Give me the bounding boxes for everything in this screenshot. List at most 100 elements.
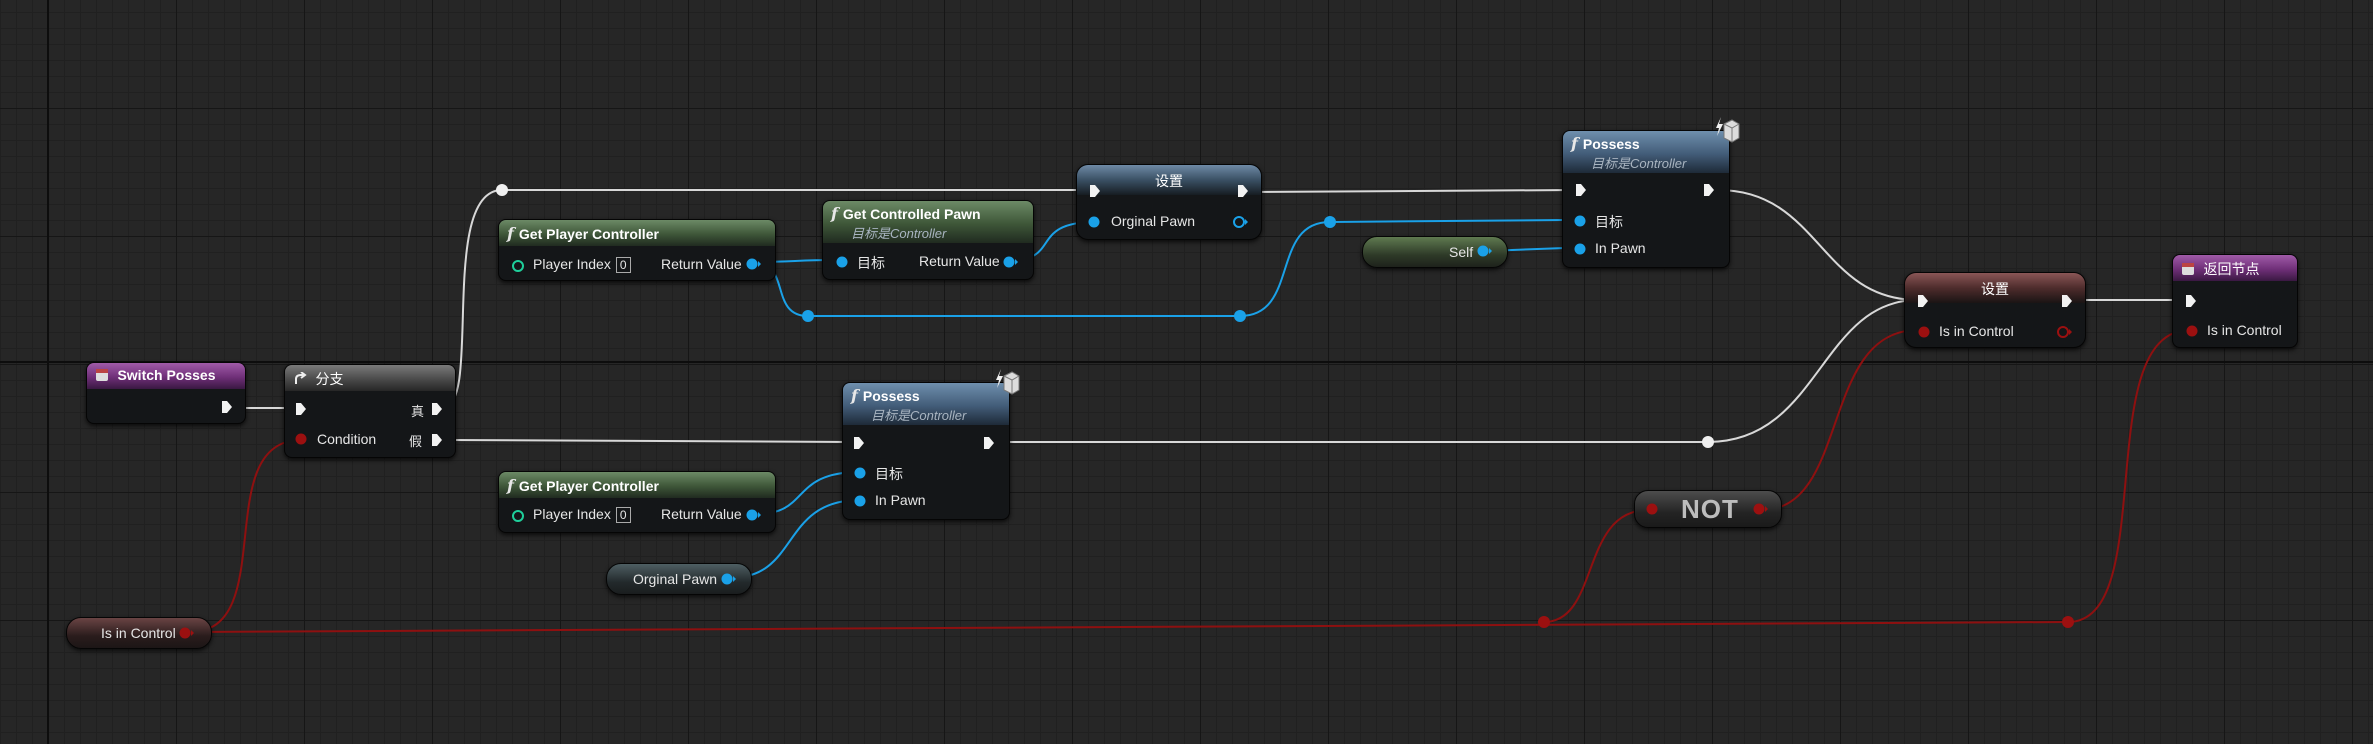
self-reference-node[interactable]: Self xyxy=(1362,236,1508,268)
condition-label: Condition xyxy=(317,431,377,447)
replicated-icon xyxy=(1716,117,1740,143)
graph-origin-vertical-axis xyxy=(47,0,49,744)
var-label: Orginal Pawn xyxy=(1111,213,1196,229)
bool-wire[interactable] xyxy=(1761,329,1919,511)
exec-wire[interactable] xyxy=(996,299,1919,443)
in-pawn-label: In Pawn xyxy=(1595,240,1646,256)
object-reroute-knot[interactable] xyxy=(802,310,814,322)
bool-wire[interactable] xyxy=(2067,329,2191,623)
node-subtitle: 目标是Controller xyxy=(871,408,967,423)
false-label: 假 xyxy=(409,434,423,449)
bool-wire[interactable] xyxy=(1543,509,1649,623)
in-pawn-pin[interactable] xyxy=(1573,242,1587,256)
event-title: Switch Posses xyxy=(117,367,216,383)
var-label: Is in Control xyxy=(1939,323,2014,339)
function-icon: f xyxy=(831,204,838,223)
branch-title: 分支 xyxy=(315,371,344,387)
orginal-pawn-getter-node[interactable]: Orginal Pawn xyxy=(606,563,752,595)
function-icon: f xyxy=(507,476,514,495)
self-out-pin[interactable] xyxy=(1477,244,1493,258)
exec-out-pin[interactable] xyxy=(2061,294,2073,308)
bool-wire[interactable] xyxy=(189,621,2069,633)
target-label: 目标 xyxy=(1595,214,1623,230)
target-pin[interactable] xyxy=(835,255,849,269)
bool-wire[interactable] xyxy=(189,439,301,633)
player-index-pin[interactable] xyxy=(511,259,525,273)
return-value-label: Return Value xyxy=(919,253,1000,269)
return-value-pin[interactable] xyxy=(1003,255,1019,269)
exec-in-pin[interactable] xyxy=(1575,183,1587,197)
in-pawn-label: In Pawn xyxy=(875,492,926,508)
exec-out-pin[interactable] xyxy=(221,400,233,414)
exec-reroute-knot[interactable] xyxy=(1702,436,1714,448)
target-label: 目标 xyxy=(857,255,885,271)
exec-out-pin[interactable] xyxy=(1237,184,1249,198)
bool-reroute-knot[interactable] xyxy=(2062,616,2074,628)
not-in-pin[interactable] xyxy=(1645,502,1659,516)
object-wire[interactable] xyxy=(729,499,861,579)
replicated-icon xyxy=(996,369,1020,395)
set-is-in-control-node[interactable]: 设置 Is in Control xyxy=(1904,272,2086,348)
exec-true-pin[interactable] xyxy=(431,402,443,416)
exec-reroute-knot[interactable] xyxy=(496,184,508,196)
event-icon xyxy=(95,368,109,387)
orginal-pawn-in-pin[interactable] xyxy=(1087,215,1101,229)
var-label: Orginal Pawn xyxy=(633,571,718,587)
is-in-control-in-pin[interactable] xyxy=(2185,324,2199,338)
return-value-pin[interactable] xyxy=(746,508,762,522)
bool-reroute-knot[interactable] xyxy=(1538,616,1550,628)
is-in-control-out-pin[interactable] xyxy=(2057,325,2073,339)
exec-in-pin[interactable] xyxy=(1089,184,1101,198)
target-pin[interactable] xyxy=(1573,214,1587,228)
exec-wire[interactable] xyxy=(1717,189,1919,301)
exec-out-pin[interactable] xyxy=(1703,183,1715,197)
player-index-input[interactable]: 0 xyxy=(615,507,631,523)
player-index-pin[interactable] xyxy=(511,509,525,523)
not-label: NOT xyxy=(1681,494,1739,524)
exec-false-pin[interactable] xyxy=(431,433,443,447)
not-out-pin[interactable] xyxy=(1753,502,1769,516)
reroute-points[interactable] xyxy=(496,184,2074,628)
branch-node[interactable]: 分支 真 Condition 假 xyxy=(284,364,456,458)
is-in-control-out-pin[interactable] xyxy=(179,626,195,640)
node-title: Get Controlled Pawn xyxy=(842,206,981,222)
player-index-input[interactable]: 0 xyxy=(615,257,631,273)
return-node[interactable]: 返回节点 Is in Control xyxy=(2172,254,2298,348)
exec-in-pin[interactable] xyxy=(2185,294,2197,308)
condition-pin[interactable] xyxy=(295,433,307,445)
object-reroute-knot[interactable] xyxy=(1234,310,1246,322)
function-icon: f xyxy=(851,386,858,405)
set-orginal-pawn-node[interactable]: 设置 Orginal Pawn xyxy=(1076,164,1262,240)
graph-origin-horizontal-axis xyxy=(0,361,2373,363)
is-in-control-getter-node[interactable]: Is in Control xyxy=(66,617,212,649)
orginal-pawn-out-pin[interactable] xyxy=(721,572,737,586)
node-subtitle: 目标是Controller xyxy=(851,226,947,241)
player-index-label: Player Index xyxy=(533,256,611,272)
exec-in-pin[interactable] xyxy=(853,436,865,450)
function-icon: f xyxy=(507,224,514,243)
object-reroute-knot[interactable] xyxy=(1324,216,1336,228)
orginal-pawn-out-pin[interactable] xyxy=(1233,215,1249,229)
return-value-pin[interactable] xyxy=(746,257,762,271)
target-pin[interactable] xyxy=(853,466,867,480)
exec-wire[interactable] xyxy=(445,439,853,443)
exec-in-pin[interactable] xyxy=(1917,294,1929,308)
exec-wire[interactable] xyxy=(1245,189,1577,193)
node-title: Get Player Controller xyxy=(518,478,659,494)
exec-out-pin[interactable] xyxy=(983,436,995,450)
is-in-control-in-pin[interactable] xyxy=(1917,325,1931,339)
node-title: Possess xyxy=(862,388,920,404)
in-pawn-pin[interactable] xyxy=(853,494,867,508)
not-boolean-node[interactable]: NOT xyxy=(1634,490,1782,528)
custom-event-node[interactable]: Switch Posses xyxy=(86,362,246,424)
exec-in-pin[interactable] xyxy=(295,402,307,416)
target-label: 目标 xyxy=(875,466,903,482)
